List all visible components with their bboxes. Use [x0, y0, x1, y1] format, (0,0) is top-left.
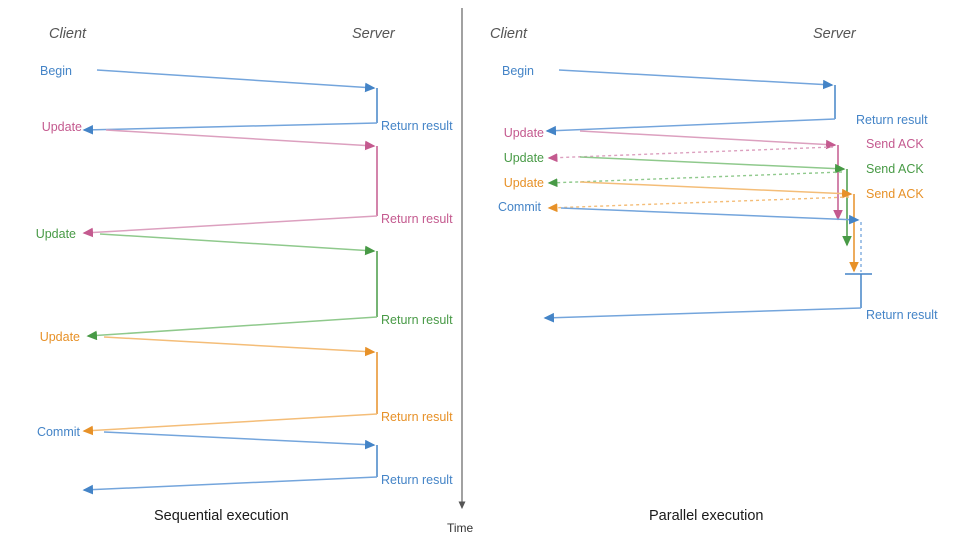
parallel-server-label-return-2: Return result: [866, 308, 938, 322]
sequential-client-label-update-3: Update: [39, 330, 80, 344]
sequential-server-header: Server: [352, 26, 395, 42]
sequential-server-label-return-3: Return result: [381, 313, 453, 327]
parallel-server-label-send-ack-3: Send ACK: [866, 187, 924, 201]
sequential-caption: Sequential execution: [154, 508, 289, 524]
parallel-server-header: Server: [813, 26, 856, 42]
txn-update-1: [82, 129, 378, 238]
sequential-server-label-return-5: Return result: [381, 473, 453, 487]
parallel-client-label-commit: Commit: [497, 200, 541, 214]
parallel-client-label-update-3: Update: [503, 176, 544, 190]
parallel-client-label-update-2: Update: [503, 151, 544, 165]
parallel-caption: Parallel execution: [649, 508, 764, 524]
sequential-client-label-update-1: Update: [41, 120, 82, 134]
txn-update-2: [547, 156, 852, 247]
txn-update-2: [86, 233, 378, 341]
sequential-server-label-return-1: Return result: [381, 119, 453, 133]
txn-update-3: [82, 336, 378, 436]
sequential-server-label-return-4: Return result: [381, 410, 453, 424]
parallel-client-label-begin: Begin: [502, 64, 534, 78]
sequential-client-header: Client: [49, 26, 87, 42]
sequential-server-label-return-2: Return result: [381, 212, 453, 226]
parallel-client-header: Client: [490, 26, 528, 42]
txn-begin: [545, 69, 836, 136]
txn-commit: [82, 431, 378, 495]
panel-sequential: [82, 69, 378, 495]
parallel-server-label-return-1: Return result: [856, 113, 928, 127]
txn-update-1: [547, 130, 843, 221]
txn-update-3: [547, 181, 859, 273]
sequential-client-label-begin: Begin: [40, 64, 72, 78]
txn-begin: [82, 69, 378, 135]
txn-commit: [543, 207, 872, 323]
panel-parallel: [543, 69, 872, 323]
parallel-client-label-update-1: Update: [503, 126, 544, 140]
sequential-client-label-commit: Commit: [36, 425, 80, 439]
time-axis-label: Time: [447, 521, 474, 535]
parallel-server-label-send-ack-2: Send ACK: [866, 162, 924, 176]
sequential-client-label-update-2: Update: [35, 227, 76, 241]
parallel-server-label-send-ack-1: Send ACK: [866, 137, 924, 151]
